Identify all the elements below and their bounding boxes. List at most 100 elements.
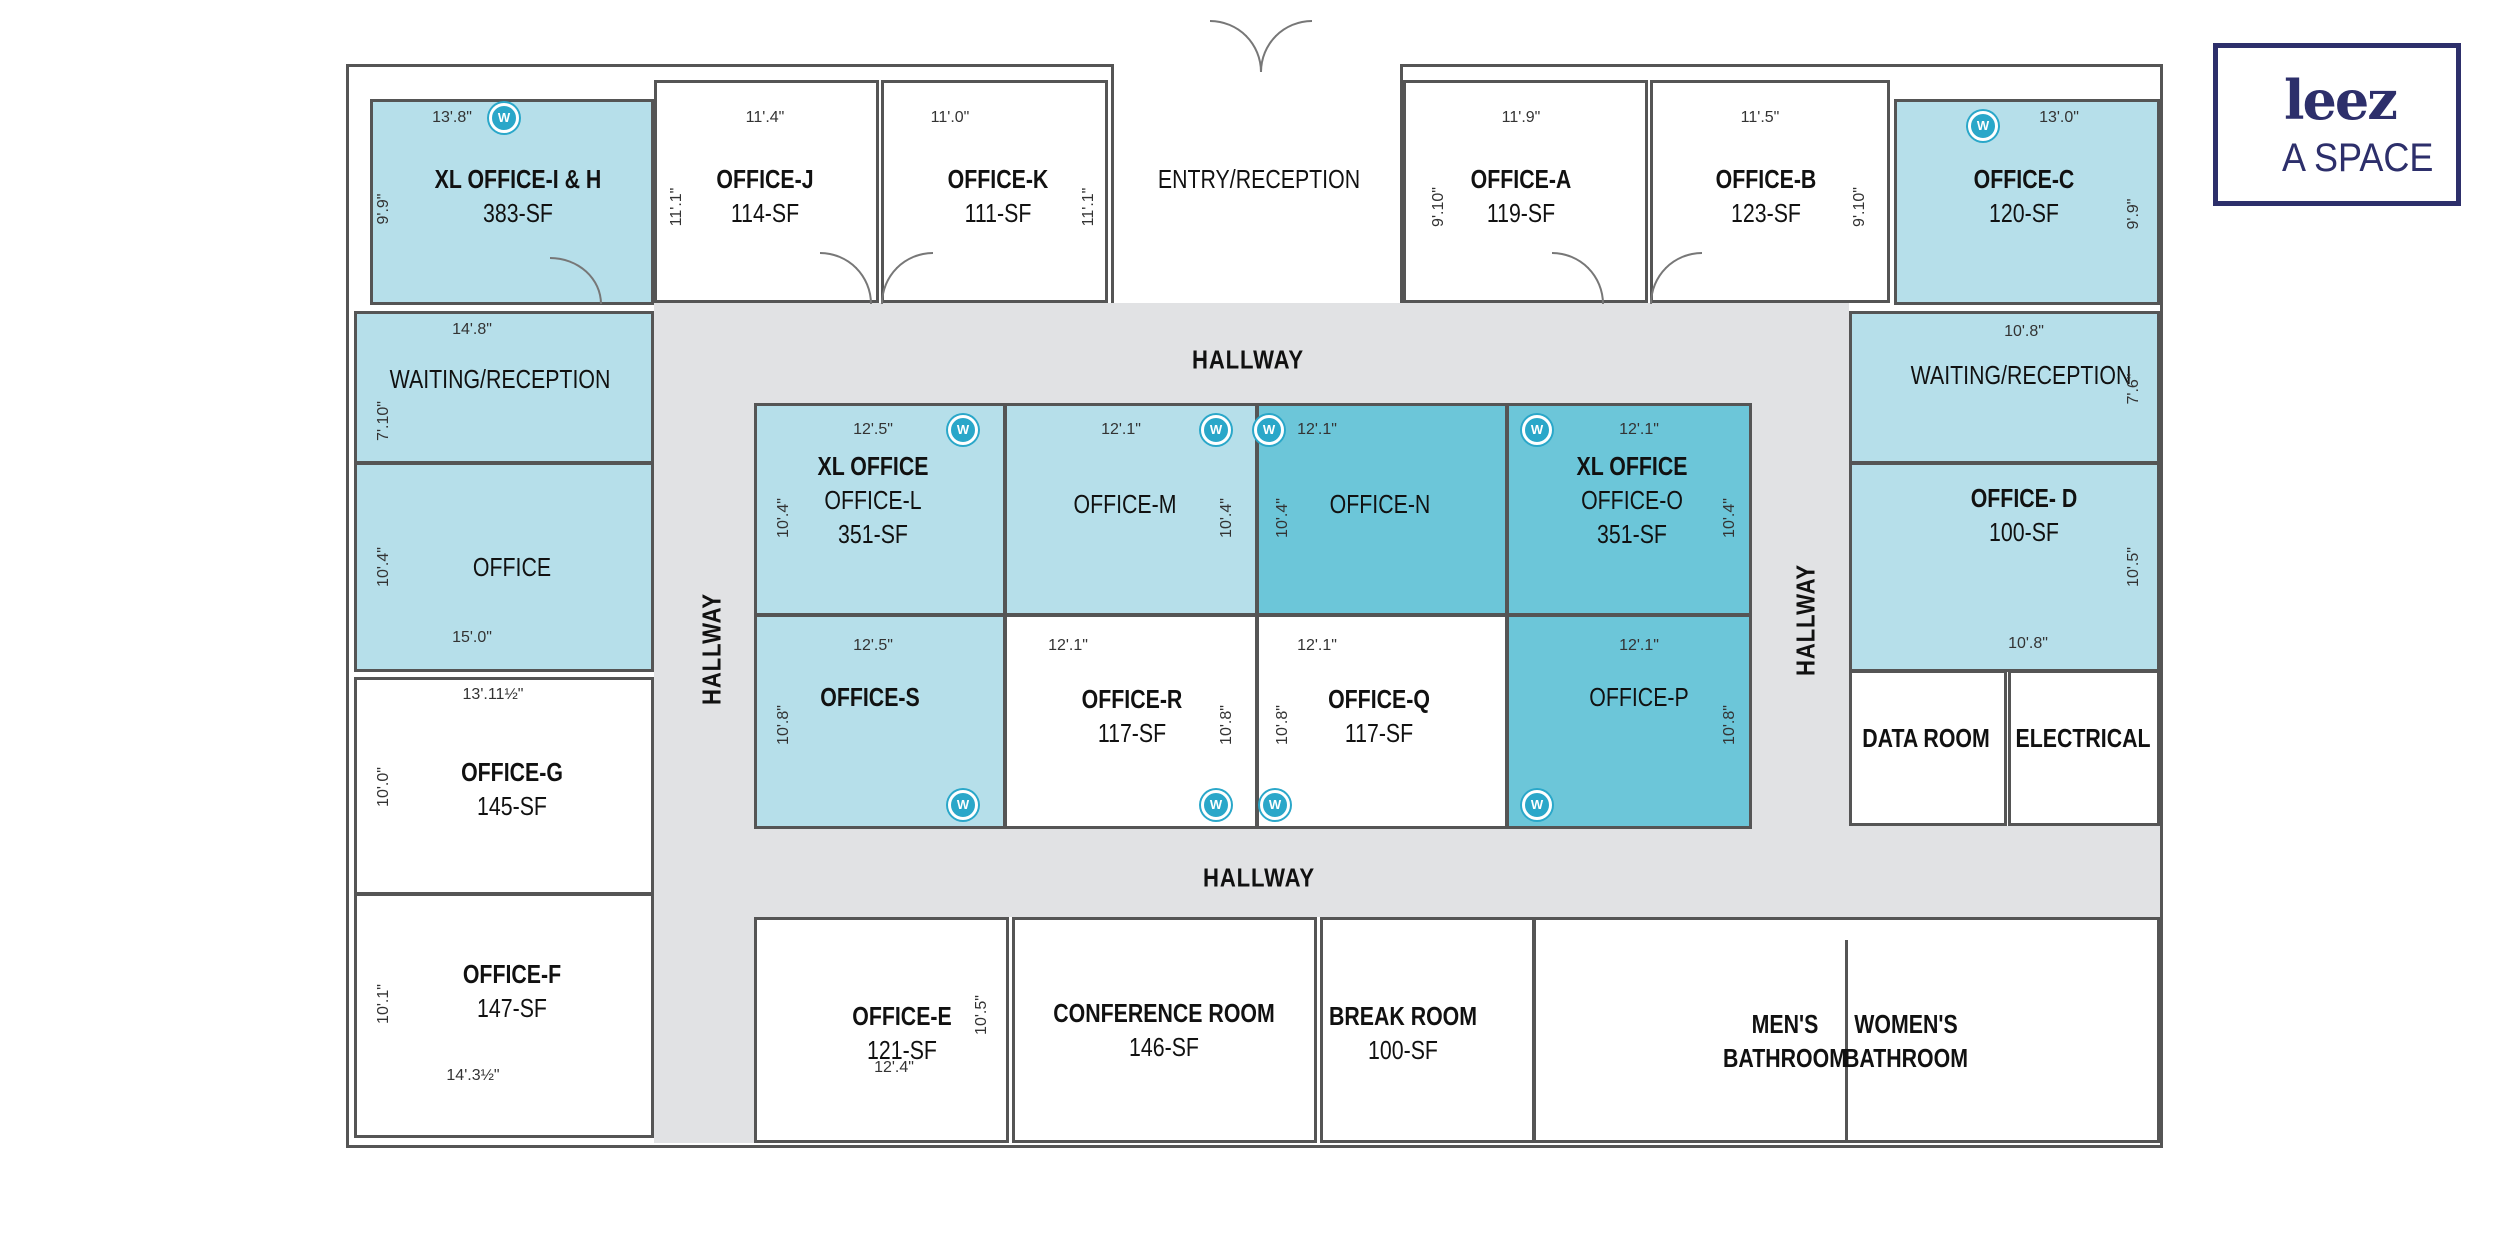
room-name: BREAK ROOM: [1328, 1001, 1478, 1031]
dimension: 11'.0": [930, 109, 970, 126]
dimension: 10'.4": [1721, 498, 1738, 538]
room-electrical[interactable]: [2008, 670, 2160, 826]
room-name: OFFICE-C: [1973, 164, 2075, 194]
room-title: XL OFFICE: [817, 451, 929, 481]
room-name: OFFICE-O: [1581, 485, 1683, 515]
hallway-left-extension: [654, 303, 754, 1143]
dimension: 11'.9": [1501, 109, 1541, 126]
label-office-s: OFFICE-S: [820, 680, 920, 714]
entry-double-door: [1260, 20, 1312, 72]
label-office-r: OFFICE-R 117-SF: [1082, 682, 1183, 750]
room-name: OFFICE-L: [824, 485, 922, 515]
window-icon: W: [1968, 111, 1998, 141]
room-name: MEN'S: [1751, 1009, 1819, 1039]
dimension: 11'.1": [668, 187, 685, 227]
logo-line-1: leez: [2284, 68, 2398, 132]
room-office-left[interactable]: [354, 462, 654, 672]
room-office-f[interactable]: [354, 893, 654, 1138]
room-xl-office-ih[interactable]: [370, 99, 654, 305]
room-office-a[interactable]: [1403, 80, 1648, 303]
room-sf: 117-SF: [1097, 718, 1167, 748]
room-conference[interactable]: [1012, 917, 1317, 1143]
room-sf: 121-SF: [867, 1035, 937, 1065]
room-name: OFFICE-J: [716, 164, 814, 194]
dimension: 10'.8": [775, 705, 792, 745]
dimension: 9'.10": [1430, 187, 1447, 227]
dimension: 10'.8": [1218, 705, 1235, 745]
window-icon: W: [1260, 790, 1290, 820]
room-office-k[interactable]: [881, 80, 1108, 303]
dimension: 9'.9": [2125, 198, 2142, 230]
dimension: 10'.5": [2125, 547, 2142, 587]
label-waiting-right: WAITING/RECEPTION: [1911, 358, 2132, 392]
hallway-label-left: HALLWAY: [696, 593, 727, 705]
dimension: 9'.10": [1851, 187, 1868, 227]
room-sf: 119-SF: [1486, 198, 1556, 228]
room-office-c[interactable]: [1894, 99, 2160, 305]
room-sf: 111-SF: [964, 198, 1032, 228]
label-office-left: OFFICE: [473, 550, 551, 584]
room-name: OFFICE-Q: [1328, 684, 1430, 714]
room-name: DATA ROOM: [1862, 723, 1990, 753]
room-data-room[interactable]: [1849, 670, 2007, 826]
room-name: WAITING/RECEPTION: [1910, 360, 2132, 390]
room-name: OFFICE-N: [1329, 489, 1431, 519]
room-office-d[interactable]: [1849, 462, 2160, 672]
dimension: 13'.11½": [462, 686, 524, 703]
room-name: OFFICE- D: [1970, 483, 2078, 513]
room-sf: 120-SF: [1989, 198, 2059, 228]
room-name: OFFICE-P: [1589, 682, 1689, 712]
dimension: 14'.8": [452, 321, 492, 338]
hallway-label-bottom: HALLWAY: [1203, 862, 1315, 893]
room-title: XL OFFICE: [1576, 451, 1688, 481]
dimension: 12'.4": [874, 1059, 914, 1076]
room-sf: 117-SF: [1344, 718, 1414, 748]
logo-line-2: A SPACE: [2282, 136, 2434, 180]
room-office-e[interactable]: [754, 917, 1009, 1143]
dimension: 10'.1": [375, 984, 392, 1024]
dimension: 10'.8": [2004, 323, 2044, 340]
dimension: 12'.1": [1101, 421, 1141, 438]
room-entry-reception[interactable]: [1111, 64, 1403, 303]
dimension: 12'.1": [1619, 637, 1659, 654]
dimension: 7'.10": [375, 401, 392, 441]
dimension: 12'.5": [853, 637, 893, 654]
dimension: 10'.8": [2008, 635, 2048, 652]
label-entry: ENTRY/RECEPTION: [1158, 162, 1360, 196]
dimension: 7'.6": [2125, 373, 2142, 405]
dimension: 13'.0": [2039, 109, 2079, 126]
dimension: 10'.4": [375, 547, 392, 587]
dimension: 15'.0": [452, 629, 492, 646]
label-waiting-left: WAITING/RECEPTION: [390, 362, 611, 396]
room-name: ELECTRICAL: [2015, 723, 2151, 753]
room-name: OFFICE-F: [462, 959, 562, 989]
room-office-q[interactable]: [1256, 614, 1508, 829]
room-name: OFFICE-E: [852, 1001, 952, 1031]
dimension: 10'.0": [375, 767, 392, 807]
room-name: OFFICE-B: [1715, 164, 1817, 194]
label-office-m: OFFICE-M: [1073, 487, 1176, 521]
room-office-b[interactable]: [1650, 80, 1890, 303]
dimension: 12'.1": [1619, 421, 1659, 438]
hallway-label-right: HALLWAY: [1790, 564, 1821, 676]
dimension: 12'.1": [1297, 421, 1337, 438]
room-sf: 100-SF: [1989, 517, 2059, 547]
dimension: 11'.5": [1740, 109, 1780, 126]
hallway-label-top: HALLWAY: [1192, 344, 1304, 375]
dimension: 9'.9": [375, 193, 392, 225]
room-name: CONFERENCE ROOM: [1053, 998, 1275, 1028]
hallway-bottom-extension: [654, 826, 2160, 917]
window-icon: W: [1254, 415, 1284, 445]
dimension: 11'.1": [1080, 187, 1097, 227]
room-name: OFFICE-R: [1081, 684, 1183, 714]
dimension: 10'.4": [775, 498, 792, 538]
label-office-e: OFFICE-E 121-SF: [852, 999, 952, 1067]
room-break-room[interactable]: [1320, 917, 1535, 1143]
